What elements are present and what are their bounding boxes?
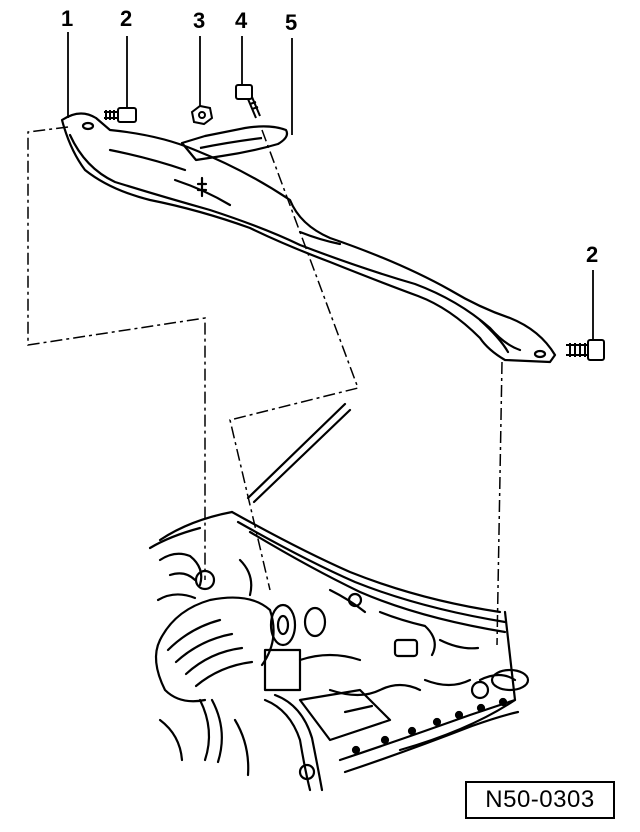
alignment-line-center xyxy=(229,129,359,591)
callout-1: 1 xyxy=(61,6,73,31)
radiator-support xyxy=(338,668,530,774)
bulkhead-components xyxy=(156,552,480,658)
cowl-panel xyxy=(148,510,517,752)
alignment-line-right xyxy=(496,361,503,646)
alignment-lines xyxy=(27,126,503,646)
strut-brace xyxy=(60,112,557,364)
engine-mount xyxy=(263,603,362,692)
bolt-hole-left xyxy=(81,121,95,131)
callouts: 1 2 3 4 5 2 xyxy=(61,6,598,267)
figure-reference-code: N50-0303 xyxy=(465,781,615,819)
hood-support-rod xyxy=(246,402,352,504)
hoses xyxy=(158,678,490,792)
alignment-line-left xyxy=(27,126,206,580)
leader-lines xyxy=(67,32,594,340)
bracket xyxy=(180,125,289,162)
callout-3: 3 xyxy=(193,8,205,33)
bolt-center xyxy=(235,84,261,119)
callout-2-right: 2 xyxy=(586,242,598,267)
bolt-right xyxy=(566,339,605,361)
bolt-left xyxy=(104,107,137,123)
bolt-hole-right xyxy=(533,349,547,359)
intake-manifold xyxy=(154,596,275,703)
callout-5: 5 xyxy=(285,10,297,35)
engine-bay xyxy=(148,402,530,792)
nut xyxy=(190,104,214,126)
callout-2-left: 2 xyxy=(120,6,132,31)
callout-4: 4 xyxy=(235,8,248,33)
